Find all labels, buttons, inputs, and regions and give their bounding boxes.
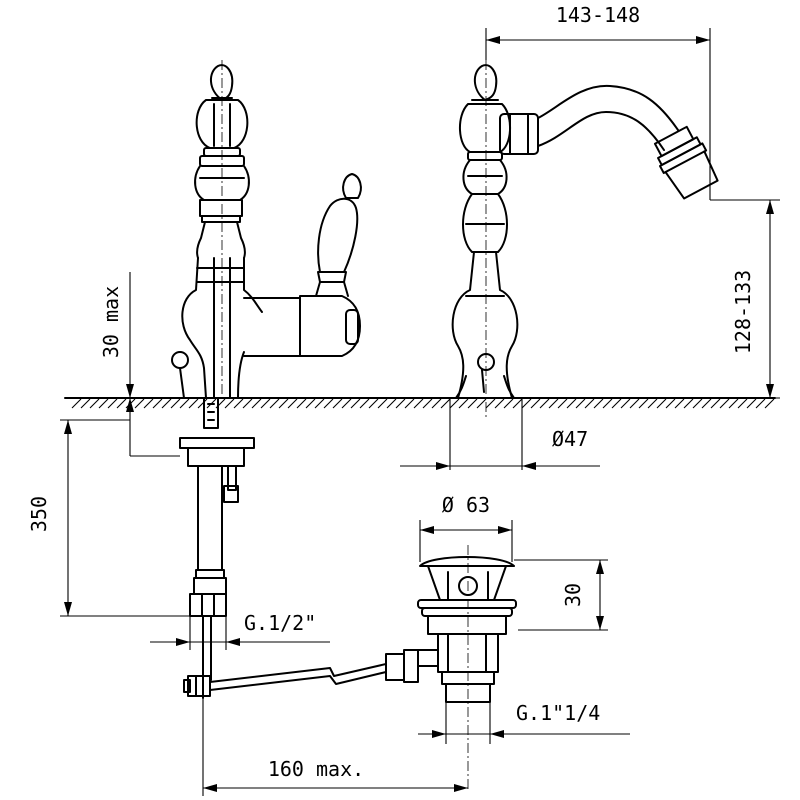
supply-nut (189, 593, 227, 617)
waste-diameter-label: Ø 63 (442, 493, 490, 517)
popup-knob (171, 351, 189, 369)
under-deck-assembly (179, 397, 387, 699)
fixing-plate (179, 437, 255, 449)
braided-hose (197, 465, 223, 571)
waste-thread-label: G.1"1/4 (516, 701, 600, 725)
waste-height-label: 30 (561, 583, 585, 607)
countertop (64, 397, 776, 409)
rod-length-label: 160 max. (268, 757, 364, 781)
top-finial (210, 64, 234, 101)
side-finial (473, 64, 498, 101)
pull-rod (209, 663, 387, 683)
spout-collar (499, 113, 539, 155)
waste-assembly (385, 545, 517, 790)
spout-reach-label: 143-148 (556, 3, 640, 27)
curved-spout (537, 84, 679, 131)
countertop-hatching (71, 398, 775, 409)
supply-thread-label: G.1/2" (244, 611, 316, 635)
tail-length-label: 350 (27, 496, 51, 532)
spout-height-label: 128-133 (731, 270, 755, 354)
side-view-mixer (451, 60, 719, 420)
cartridge-cap (299, 295, 361, 357)
lever-handle (317, 197, 359, 273)
front-body (181, 257, 207, 399)
linkage-clamp (187, 675, 211, 697)
base-diameter-label: Ø47 (552, 427, 588, 451)
waste-cap (419, 556, 515, 567)
bidet-nozzle (653, 125, 719, 200)
deck-thickness-label: 30 max (99, 286, 123, 358)
front-view-mixer (171, 60, 362, 399)
dimension-lines (60, 28, 780, 796)
